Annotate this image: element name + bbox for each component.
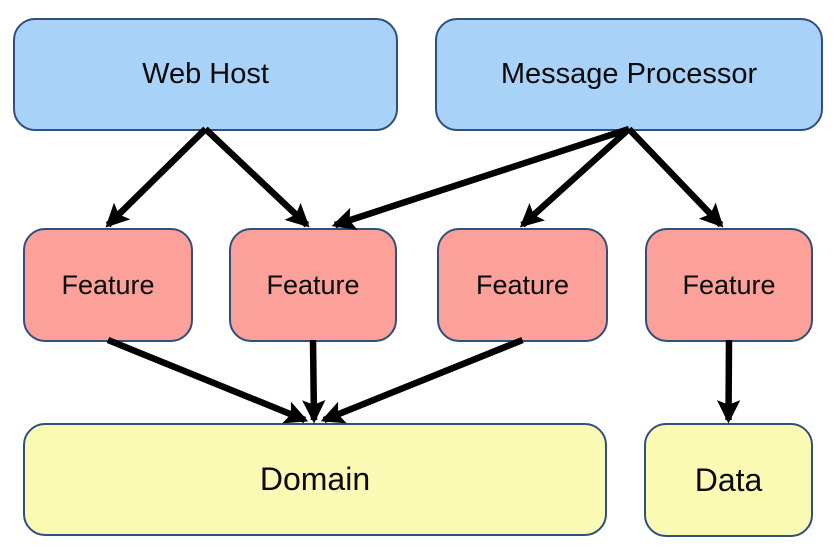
- node-feature-4: Feature: [645, 228, 813, 342]
- node-feature-2: Feature: [229, 228, 397, 342]
- node-web-host: Web Host: [13, 18, 398, 131]
- node-feature-1-label: Feature: [61, 269, 155, 300]
- node-data-label: Data: [694, 461, 763, 498]
- node-data: Data: [644, 423, 813, 537]
- node-message-processor: Message Processor: [435, 18, 823, 131]
- node-feature-1: Feature: [23, 228, 193, 342]
- arrow-message_processor-to-feature_2: [331, 125, 631, 230]
- node-message-processor-label: Message Processor: [500, 58, 758, 90]
- node-web-host-label: Web Host: [142, 58, 269, 90]
- arrow-message_processor-to-feature_3: [519, 126, 632, 228]
- arrow-feature_3-to-domain: [320, 336, 524, 424]
- arrow-feature_1-to-domain: [106, 336, 309, 424]
- arrow-message_processor-to-feature_4: [626, 126, 724, 228]
- arrow-web_host-to-feature_1: [105, 126, 208, 228]
- node-domain-label: Domain: [259, 461, 371, 497]
- node-feature-3: Feature: [437, 228, 608, 342]
- node-feature-4-label: Feature: [682, 269, 776, 300]
- arrow-feature_2-to-domain: [302, 339, 326, 424]
- node-feature-2-label: Feature: [266, 269, 360, 300]
- arrow-web_host-to-feature_2: [203, 126, 310, 228]
- node-feature-3-label: Feature: [475, 269, 570, 300]
- node-domain: Domain: [23, 423, 607, 536]
- arrow-feature_4-to-data: [716, 339, 741, 424]
